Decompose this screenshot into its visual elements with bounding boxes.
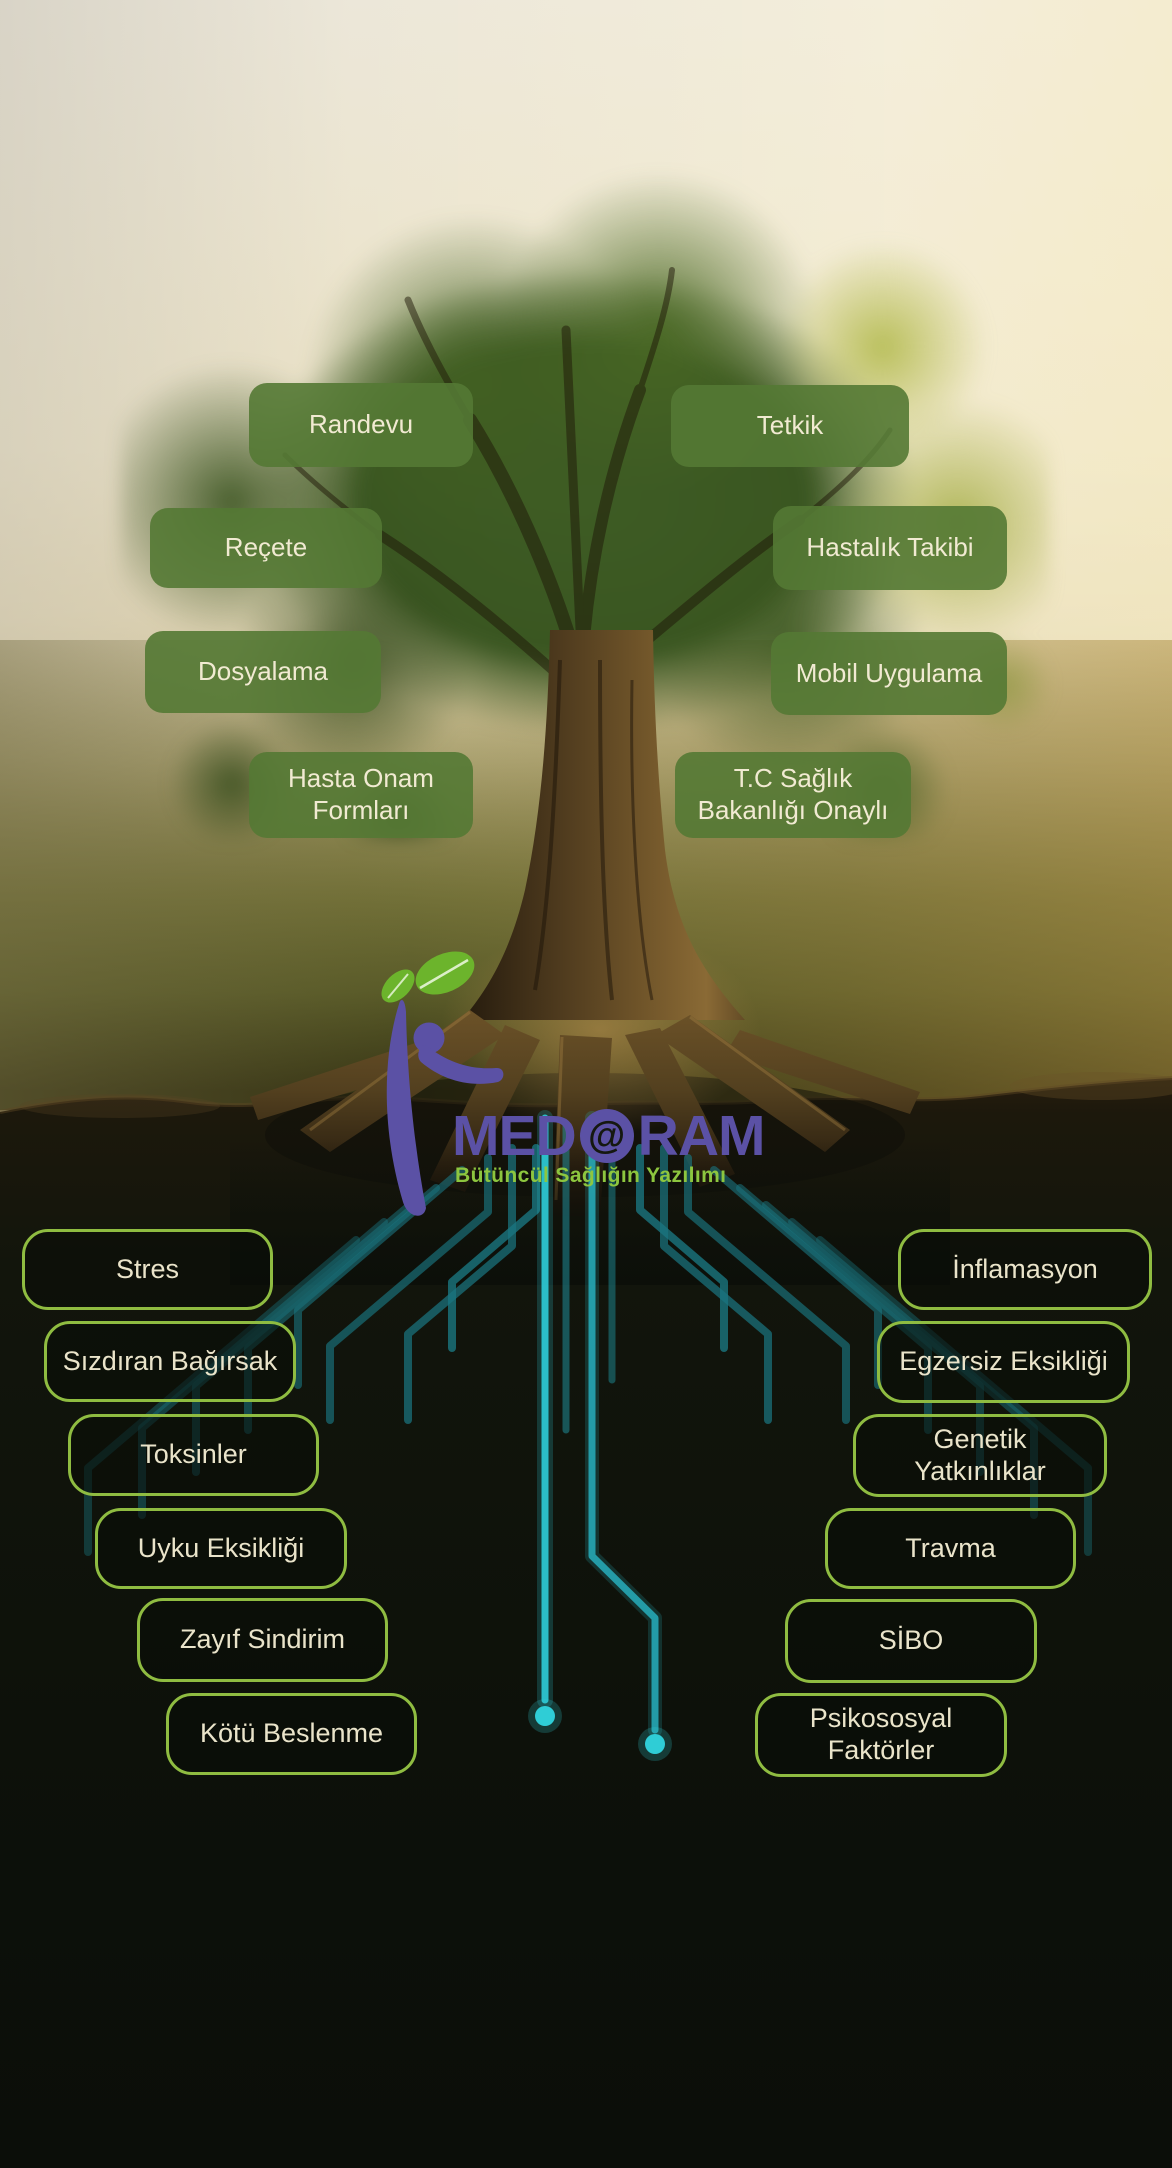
cause-pill-genetik-yatkinliklar: Genetik Yatkınlıklar [853, 1414, 1107, 1497]
at-symbol-icon: @ [579, 1109, 634, 1163]
cause-pill-kotu-beslenme: Kötü Beslenme [166, 1693, 417, 1775]
cause-pill-stres: Stres [22, 1229, 273, 1310]
feature-pill-tetkik: Tetkik [671, 385, 909, 467]
feature-pill-randevu: Randevu [249, 383, 473, 467]
circuit-glow-dots [528, 1699, 672, 1761]
cause-pill-psikososyal-faktorler: Psikososyal Faktörler [755, 1693, 1007, 1777]
cause-pill-toksinler: Toksinler [68, 1414, 319, 1496]
cause-pill-zayif-sindirim: Zayıf Sindirim [137, 1598, 388, 1682]
cause-pill-sibo: SİBO [785, 1599, 1037, 1683]
brand-wordmark: MED@RAM [452, 1103, 766, 1168]
feature-pill-hasta-onam-formlari: Hasta Onam Formları [249, 752, 473, 838]
cause-pill-uyku-eksikligi: Uyku Eksikliği [95, 1508, 347, 1589]
cause-pill-travma: Travma [825, 1508, 1076, 1589]
cause-pill-sizdiran-bagirsak: Sızdıran Bağırsak [44, 1321, 296, 1402]
brand-wordmark-prefix: MED [452, 1103, 577, 1168]
feature-pill-hastalik-takibi: Hastalık Takibi [773, 506, 1007, 590]
feature-pill-mobil-uygulama: Mobil Uygulama [771, 632, 1007, 715]
feature-pill-recete: Reçete [150, 508, 382, 588]
cause-pill-inflamasyon: İnflamasyon [898, 1229, 1152, 1310]
feature-pill-tc-saglik-bakanligi-onayli: T.C Sağlık Bakanlığı Onaylı [675, 752, 911, 838]
brand-tagline: Bütüncül Sağlığın Yazılımı [455, 1164, 727, 1187]
cause-pill-egzersiz-eksikligi: Egzersiz Eksikliği [877, 1321, 1130, 1403]
tree-foliage [120, 135, 1050, 840]
brand-wordmark-suffix: RAM [637, 1103, 766, 1168]
feature-pill-dosyalama: Dosyalama [145, 631, 381, 713]
